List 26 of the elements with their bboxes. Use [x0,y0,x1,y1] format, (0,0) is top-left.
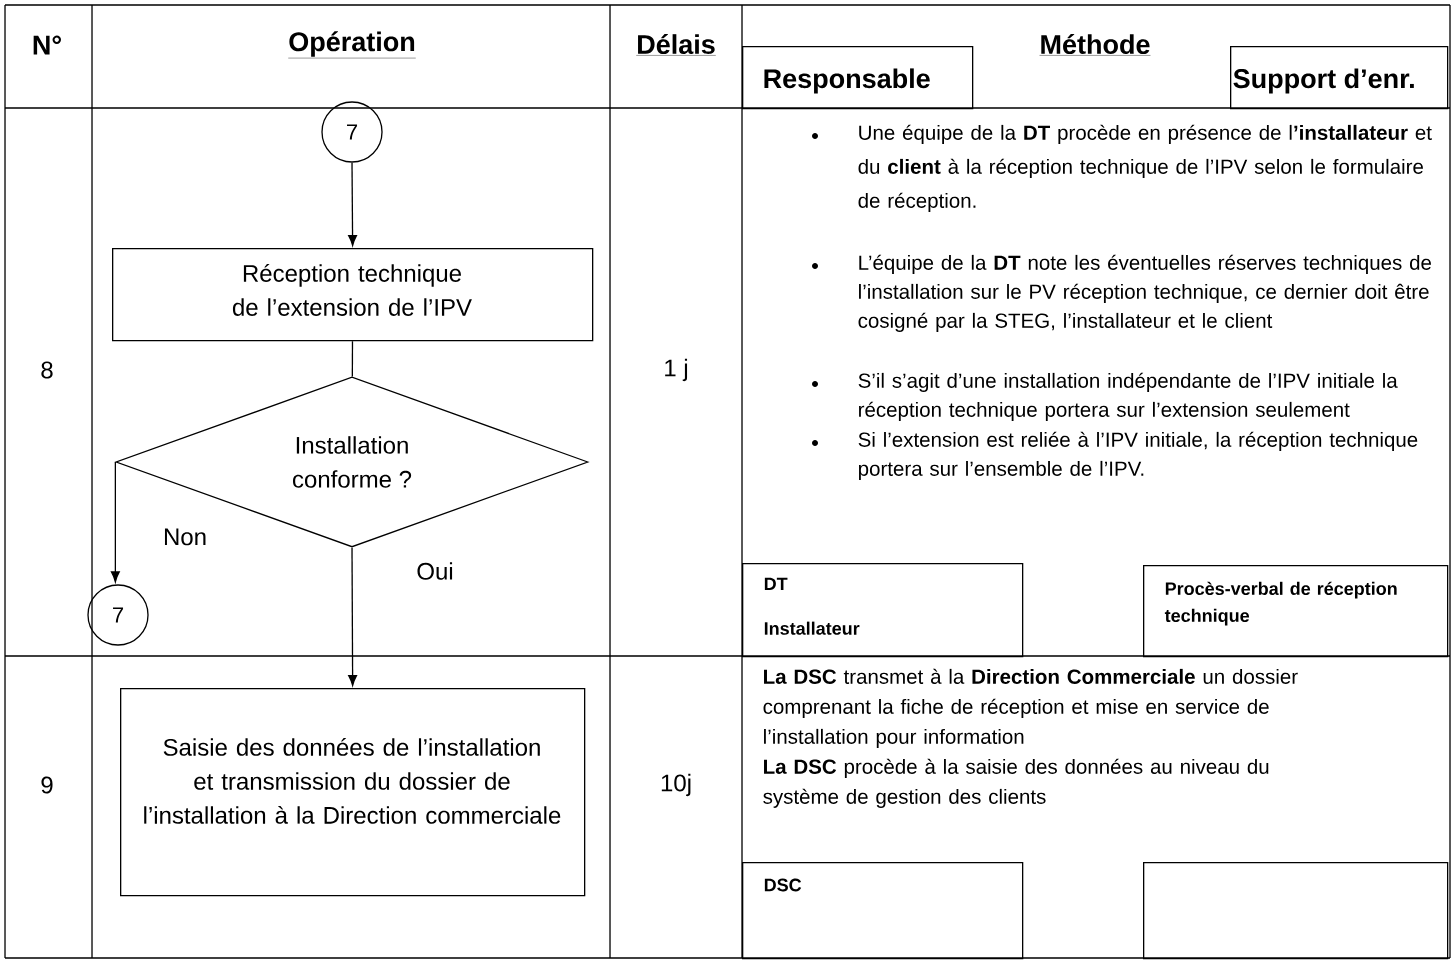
paragraph: La DSC procède à la saisie des données au niveau du système de gestion des clients [763,758,1269,808]
bullet-item: Si l’extension est reliée à l’IPV initiale, la réception technique portera sur l’ensemble de l’IPV. [812,431,1418,480]
bullet-item: Une équipe de la DT procède en présence de l’installateur et du client à la réception technique de l’IPV selon le formulaire de réception. [812,124,1432,212]
arrow [348,547,358,686]
edge-label: Oui [415,561,455,581]
column-header: Délais [636,33,716,56]
process-box: Réception technique de l’extension de l’IPV [112,248,594,342]
column-header: Méthode [1039,33,1151,56]
record-box: DT Installateur [742,563,1024,658]
record-box [1143,862,1449,960]
column-header: Opération [288,31,416,59]
edge-label: Non [162,527,208,547]
record-box: DSC [742,862,1024,960]
arrow [348,162,358,246]
process-box: Saisie des données de l’installation et transmission du dossier de l’installation à la Direction commerciale [120,688,586,897]
cell-text: 1 j [665,358,688,382]
cell-text: 8 [41,361,53,379]
cell-text: 9 [41,776,53,794]
column-header: N° [33,35,61,55]
record-box: Procès-verbal de réception technique [1143,565,1449,658]
header-box: Support d’enr. [1230,46,1449,110]
bullet-item: L’équipe de la DT note les éventuelles réserves techniques de l’installation sur le PV réception technique, ce dernier doit être cosigné par la STEG, l’installateur et le client [812,254,1431,332]
cell-text: 10j [661,773,691,797]
arrow [110,461,120,583]
bullet-item: S’il s’agit d’une installation indépendante de l’IPV initiale la réception technique portera sur l’extension seulement [812,372,1398,421]
header-box: Responsable [742,46,974,110]
